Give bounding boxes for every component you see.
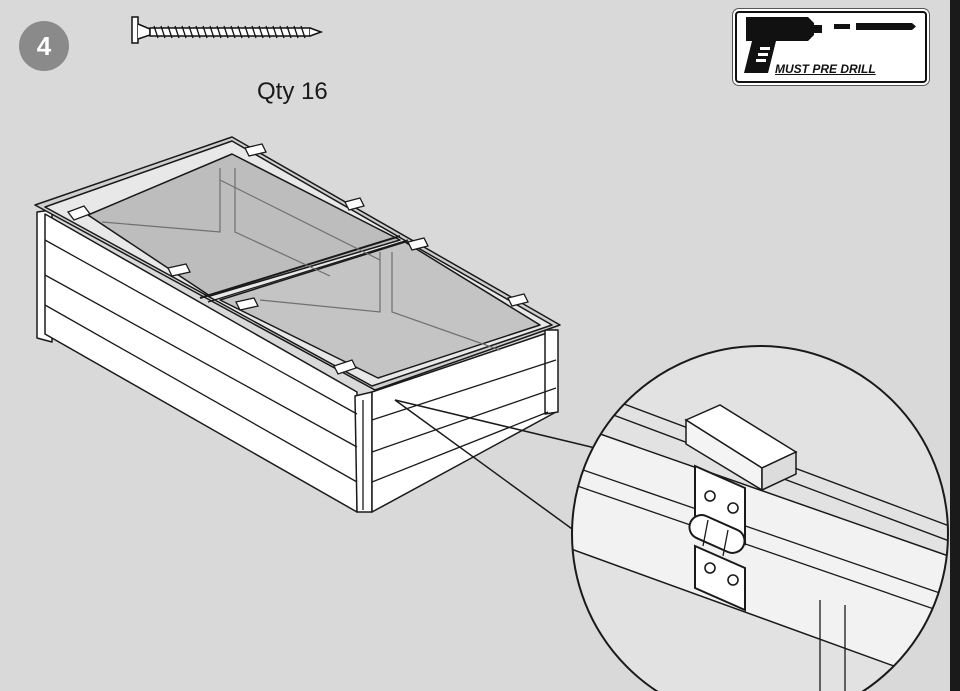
pre-drill-label: MUST PRE DRILL xyxy=(775,62,876,76)
screw-icon xyxy=(131,16,324,44)
quantity-label: Qty 16 xyxy=(257,78,328,105)
page-border xyxy=(950,0,960,691)
step-number-badge: 4 xyxy=(19,21,69,71)
step-number: 4 xyxy=(36,30,52,61)
drill-icon xyxy=(744,17,916,73)
